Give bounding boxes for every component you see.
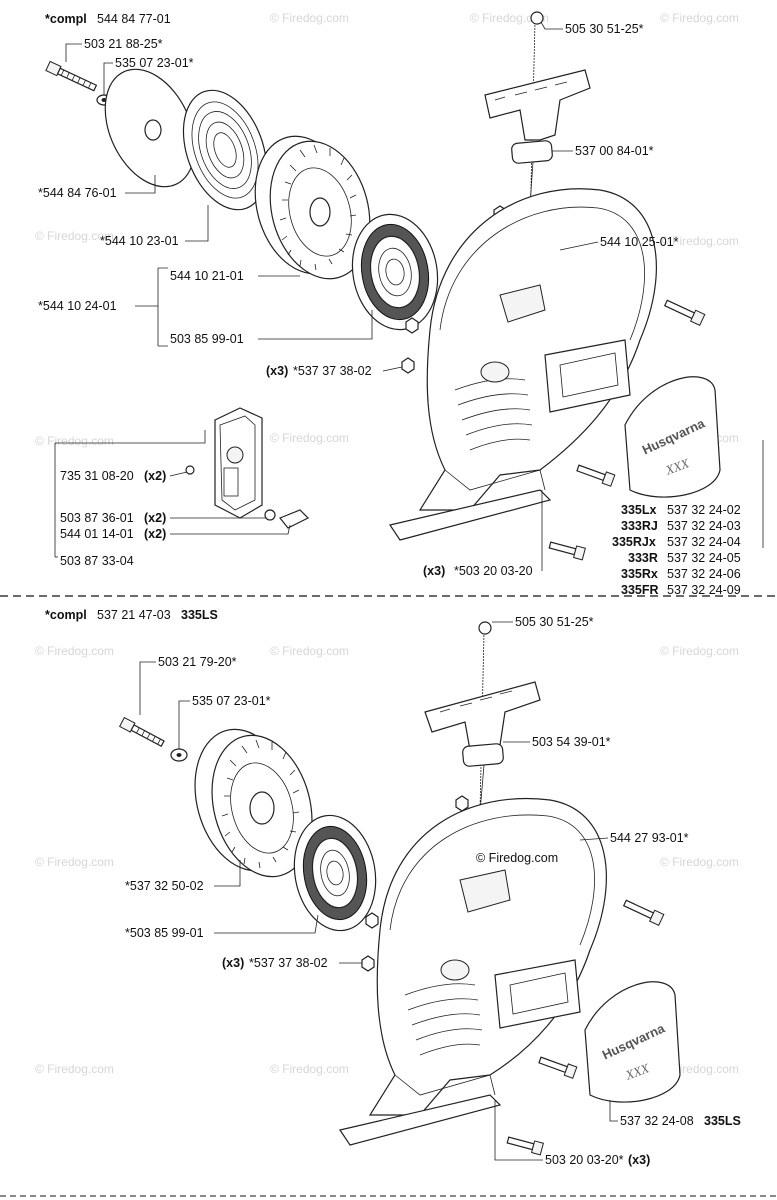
decal-list: 335Lx 537 32 24-02 333RJ 537 32 24-03 33…: [612, 503, 741, 597]
watermark: © Firedog.com: [270, 11, 349, 25]
label-handle: 503 54 39-01*: [532, 735, 611, 749]
decal-part-number: 537 32 24-02: [667, 503, 741, 517]
label-bolt: *503 20 03-20: [454, 564, 533, 578]
label-screw: 503 21 88-25*: [84, 37, 163, 51]
watermark: © Firedog.com: [660, 11, 739, 25]
watermark: © Firedog.com: [660, 855, 739, 869]
compl-model: 335LS: [181, 608, 218, 622]
handle-part: [484, 69, 591, 206]
label-washer: 535 07 23-01*: [192, 694, 271, 708]
decal-part-number: 537 32 24-05: [667, 551, 741, 565]
decal-part-number: 537 32 24-06: [667, 567, 741, 581]
rope-end: [478, 621, 492, 635]
base-bolt: [576, 464, 616, 487]
watermark: © Firedog.com: [270, 1062, 349, 1076]
label-starter-spring-qty: (x2): [144, 511, 166, 525]
watermark: © Firedog.com: [35, 1062, 114, 1076]
watermark: © Firedog.com: [270, 644, 349, 658]
screw-part: [45, 60, 98, 92]
label-pulley: *537 32 50-02: [125, 879, 204, 893]
label-decal-model: 335LS: [704, 1114, 741, 1128]
watermark: © Firedog.com: [35, 644, 114, 658]
spring-part: [182, 89, 268, 211]
label-rope: 505 30 51-25*: [565, 22, 644, 36]
cover-bolt: [622, 899, 665, 927]
handle-part: [424, 681, 541, 813]
label-starter-pawl-qty: (x2): [144, 469, 166, 483]
label-bolt: 503 20 03-20*: [545, 1153, 624, 1167]
label-cover: 544 10 25-01*: [600, 235, 679, 249]
cover-part: [339, 797, 607, 1146]
watermark: © Firedog.com: [35, 855, 114, 869]
watermark: © Firedog.com: [270, 431, 349, 445]
starter-part: [185, 407, 310, 529]
center-watermark: © Firedog.com: [476, 851, 558, 865]
decal-part-number: 537 32 24-09: [667, 583, 741, 597]
cassette-part: [293, 814, 377, 932]
decal-part-number: 537 32 24-03: [667, 519, 741, 533]
watermark: © Firedog.com: [35, 434, 114, 448]
label-screw: 503 21 79-20*: [158, 655, 237, 669]
label-pawl-screw-qty: (x3): [266, 364, 288, 378]
compl-prefix: *compl: [45, 12, 87, 26]
label-spring: *544 10 23-01: [100, 234, 179, 248]
decal-model: 335Rx: [621, 567, 658, 581]
watermark: © Firedog.com: [470, 11, 549, 25]
label-assembly: *544 10 24-01: [38, 299, 117, 313]
label-washer: 535 07 23-01*: [115, 56, 194, 70]
compl-prefix: *compl: [45, 608, 87, 622]
label-cassette: 503 85 99-01: [170, 332, 244, 346]
decal-model: 335FR: [621, 583, 659, 597]
decal-model: 335Lx: [621, 503, 656, 517]
label-pawl-screw: *537 37 38-02: [293, 364, 372, 378]
decal-model: 335RJx: [612, 535, 656, 549]
label-rope: 505 30 51-25*: [515, 615, 594, 629]
label-starter-pin: 544 01 14-01: [60, 527, 134, 541]
label-pulley: 544 10 21-01: [170, 269, 244, 283]
decal-part: Husqvarna XXX: [624, 376, 721, 498]
pawl-screw: [361, 955, 375, 972]
decal-part-number: 537 32 24-04: [667, 535, 741, 549]
base-bolt: [538, 1056, 578, 1079]
rope-end: [530, 11, 544, 25]
label-decal: 537 32 24-08: [620, 1114, 694, 1128]
watermark: © Firedog.com: [660, 234, 739, 248]
decal-model: 333RJ: [621, 519, 658, 533]
decal-part: Husqvarna XXX: [584, 981, 681, 1103]
top-labels: *compl 544 84 77-01 503 21 88-25* 535 07…: [38, 12, 764, 597]
label-cover: 544 27 93-01*: [610, 831, 689, 845]
compl-number: 537 21 47-03: [97, 608, 171, 622]
decal-model: 333R: [628, 551, 658, 565]
watermarks: © Firedog.com © Firedog.com © Firedog.co…: [35, 11, 739, 1076]
watermark: © Firedog.com: [35, 229, 114, 243]
label-starter-assy: 503 87 33-04: [60, 554, 134, 568]
label-starter-spring: 503 87 36-01: [60, 511, 134, 525]
label-plate: *544 84 76-01: [38, 186, 117, 200]
label-pawl-screw-qty: (x3): [222, 956, 244, 970]
bottom-drawing: Husqvarna XXX © Firedog.com: [118, 621, 681, 1156]
screw-part: [118, 716, 165, 748]
label-starter-pin-qty: (x2): [144, 527, 166, 541]
label-cassette: *503 85 99-01: [125, 926, 204, 940]
top-drawing: Husqvarna XXX: [45, 11, 721, 561]
label-bolt-qty: (x3): [423, 564, 445, 578]
cover-bolt: [663, 299, 706, 327]
label-pawl-screw: *537 37 38-02: [249, 956, 328, 970]
pawl-screw: [401, 357, 415, 374]
pulley-part: [254, 135, 371, 280]
label-starter-pawl: 735 31 08-20: [60, 469, 134, 483]
label-handle: 537 00 84-01*: [575, 144, 654, 158]
bottom-labels: *compl 537 21 47-03 335LS 503 21 79-20* …: [45, 608, 741, 1167]
watermark: © Firedog.com: [660, 644, 739, 658]
pulley-part: [194, 728, 313, 878]
label-bolt-qty: (x3): [628, 1153, 650, 1167]
compl-number: 544 84 77-01: [97, 12, 171, 26]
cassette-part: [351, 213, 439, 331]
cover-part: [389, 188, 657, 541]
